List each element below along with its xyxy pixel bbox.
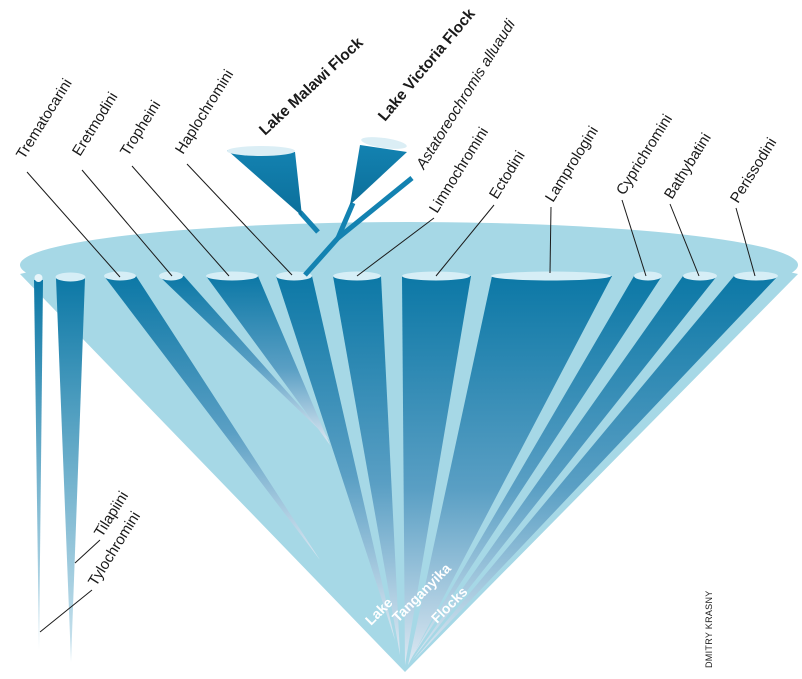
tilapiini-tip: [55, 272, 86, 282]
label-eretmodini: Eretmodini: [69, 89, 121, 159]
leader-eretmodini: [81, 169, 173, 277]
label-ectodini: Ectodini: [486, 148, 529, 202]
tylochromini-tip: [34, 274, 43, 282]
tilapiini-branch: [56, 278, 85, 662]
cyprichromini-tip: [634, 271, 662, 281]
malawi-stem: [298, 210, 320, 234]
victoria-stem: [335, 202, 356, 239]
leader-trematocarini: [26, 171, 121, 278]
illustrator-credit: DMITRY KRASNY: [704, 590, 714, 668]
malawi-flock-tip: [227, 146, 295, 156]
leader-ectodini: [435, 204, 495, 277]
label-trematocarini: Trematocarini: [13, 76, 76, 162]
trematocarini-tip: [104, 271, 136, 281]
eretmodini-branch: [159, 276, 330, 440]
tanganyika-branches: [104, 271, 778, 665]
tropheini-tip: [206, 271, 258, 281]
lamprologini-tip: [491, 271, 611, 281]
label-tropheini: Tropheini: [117, 98, 164, 160]
label-leaders: [26, 163, 756, 633]
leader-bathybatini: [669, 203, 700, 277]
east-african-flocks: [227, 137, 414, 277]
trematocarini-branch: [104, 276, 320, 560]
leader-haplochromini: [186, 163, 293, 276]
perissodini-tip: [734, 271, 778, 281]
leader-lamprologini: [549, 206, 552, 274]
tylochromini-branch: [34, 280, 43, 650]
ectodini-branch: [402, 276, 471, 665]
label-perissodini: Perissodini: [727, 135, 780, 206]
label-lamprologini: Lamprologini: [542, 123, 602, 205]
label-malawi-flock: Lake Malawi Flock: [256, 34, 367, 139]
lamprologini-branch: [408, 276, 612, 665]
leader-perissodini: [735, 207, 756, 277]
label-bathybatini: Bathybatini: [661, 130, 715, 202]
haplochromini-branch: [276, 276, 395, 640]
victoria-flock-cone: [350, 145, 407, 205]
bathybatini-tip: [683, 271, 717, 281]
bathybatini-branch: [412, 276, 717, 660]
leader-cyprichromini: [621, 199, 647, 277]
tropheini-branch: [206, 276, 330, 445]
leader-tropheini: [131, 165, 230, 277]
outgroup-branches: [34, 272, 86, 662]
victoria-flock-tip: [361, 137, 407, 149]
label-haplochromini: Haplochromini: [172, 67, 237, 157]
perissodini-branch: [414, 276, 778, 660]
leader-limnochromini: [356, 217, 435, 277]
leader-tilapiini: [74, 539, 101, 564]
limnochromini-branch: [333, 276, 400, 655]
cyprichromini-branch: [410, 276, 662, 660]
haplochromini-tip: [276, 271, 312, 281]
leader-tylochromini: [39, 589, 93, 633]
malawi-flock-cone: [227, 150, 302, 216]
eretmodini-tip: [159, 271, 183, 281]
